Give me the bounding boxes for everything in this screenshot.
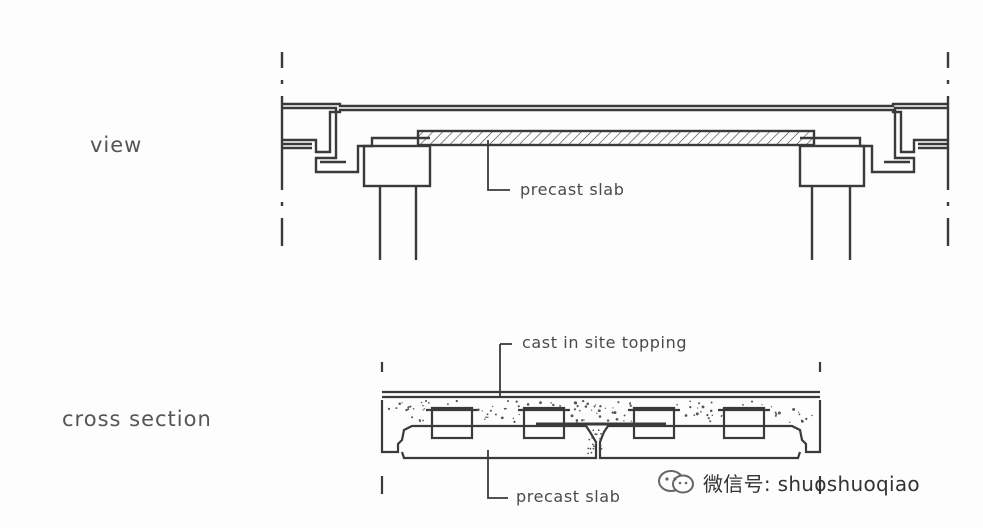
rebar-cage-1 [430,406,474,440]
precast-slab-leader-bottom [487,450,508,499]
view-drawing [280,52,950,260]
left-beam-profile [282,106,430,174]
cross-section-label: cross section [62,407,212,431]
precast-slab-outline-left [380,400,598,460]
concrete-stipple [387,399,813,455]
beam-outer-contour [282,102,948,108]
right-column-head [798,144,866,188]
wechat-icon [658,470,694,494]
cross-section-drawing [380,343,822,499]
wechat-watermark: 微信号: shuoshuoqiao [657,468,920,496]
cast-in-site-topping-label: cast in site topping [522,333,688,352]
precast-slab-label-bottom: precast slab [516,487,621,506]
rebar-cage-4 [722,406,766,440]
watermark-text: 微信号: shuoshuoqiao [703,471,920,496]
precast-slab-hatched [416,129,816,147]
left-column-head [362,144,432,188]
view-label: view [90,133,143,157]
precast-slab-leader-top [487,140,510,191]
precast-slab-label-top: precast slab [520,180,625,199]
precast-slab-outline-right [598,400,822,460]
left-beam-inner [282,108,948,154]
right-beam-profile [800,106,948,174]
